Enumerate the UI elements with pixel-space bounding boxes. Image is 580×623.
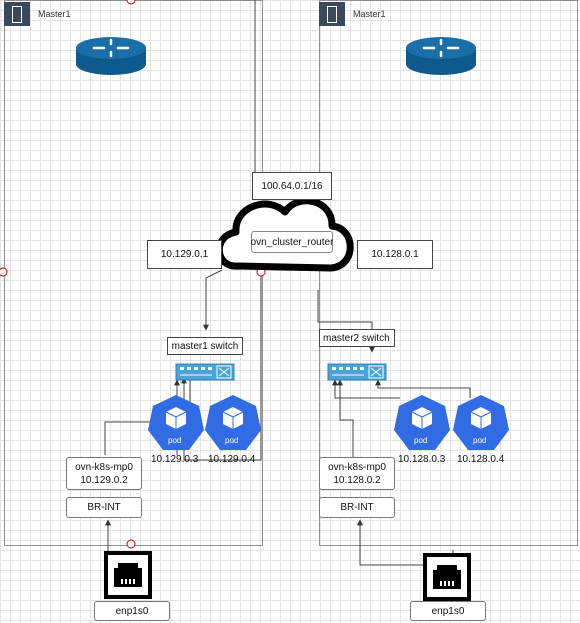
switch-left-icon [175,363,235,381]
container-icon [4,2,30,26]
container-icon [319,2,345,26]
bridge-right[interactable]: BR-INT [319,497,395,518]
link-mp0-switch2 [337,379,354,458]
gateway-left-label[interactable]: 10.129.0.1 [147,240,222,269]
cluster-left-title: Master1 [38,9,71,19]
pod-label: pod [168,436,182,445]
ethernet-port-icon [423,553,471,601]
pod-label: pod [473,436,487,445]
cloud-label[interactable]: ovn_cluster_router [251,231,333,253]
pod-icon [453,395,509,450]
switch-right-icon [327,363,387,381]
mgmt-port-ip: 10.129.0.2 [80,474,128,486]
mgmt-port-left[interactable]: ovn-k8s-mp0 10.129.0.2 [66,457,142,490]
link-mp0-switch1 [104,380,191,455]
link-pod4-switch2 [375,379,471,398]
pod-ip-label: 10.128.0.3 [398,454,446,465]
mgmt-port-ip: 10.128.0.2 [333,474,381,486]
nic-right[interactable]: enp1s0 [410,601,486,621]
pod-label: pod [225,436,239,445]
switch-left-label[interactable]: master1 switch [167,337,243,355]
link-router-switch1 [203,269,223,331]
pod-ip-label: 10.128.0.4 [457,454,505,465]
cluster-right[interactable] [319,0,578,546]
bridge-left[interactable]: BR-INT [66,497,142,518]
mgmt-port-right[interactable]: ovn-k8s-mp0 10.128.0.2 [319,457,395,490]
router-left-icon [76,37,146,75]
join-subnet-label[interactable]: 100.64.0.1/16 [252,172,332,200]
router-right-icon [406,37,476,75]
nic-left[interactable]: enp1s0 [94,601,170,621]
switch-right-label[interactable]: master2 switch [319,329,395,347]
pod-ip-label: 10.129.0.4 [208,454,256,465]
ethernet-port-icon [104,551,152,599]
mgmt-port-name: ovn-k8s-mp0 [328,461,386,473]
cluster-right-title: Master1 [353,9,386,19]
pod-icon [205,395,261,450]
mgmt-port-name: ovn-k8s-mp0 [75,461,133,473]
pod-ip-label: 10.129.0.3 [151,454,199,465]
pod-icon [148,395,204,450]
gateway-right-label[interactable]: 10.128.0.1 [357,240,433,269]
pod-label: pod [414,436,428,445]
pod-icon [394,395,450,450]
link-pod3-switch2 [332,379,400,399]
